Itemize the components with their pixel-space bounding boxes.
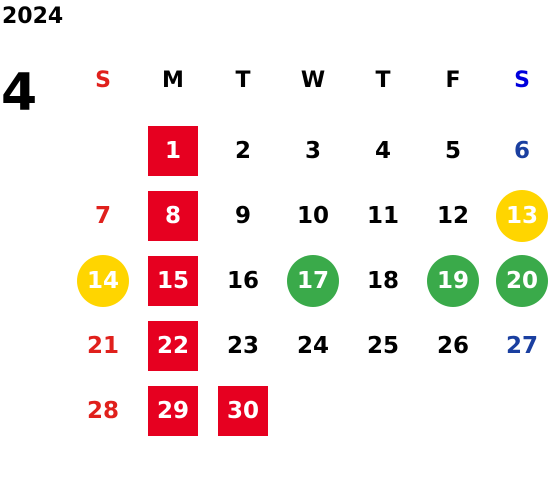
weekday-header-thursday: T bbox=[375, 68, 391, 93]
day-cell-29[interactable]: 29 bbox=[148, 386, 198, 436]
day-cell-17[interactable]: 17 bbox=[287, 255, 339, 307]
day-cell-8[interactable]: 8 bbox=[148, 191, 198, 241]
day-cell-1[interactable]: 1 bbox=[148, 126, 198, 176]
day-cell-16[interactable]: 16 bbox=[226, 268, 259, 294]
day-cell-7[interactable]: 7 bbox=[94, 203, 111, 229]
calendar-year: 2024 bbox=[2, 4, 64, 29]
day-cell-30[interactable]: 30 bbox=[218, 386, 268, 436]
day-cell-28[interactable]: 28 bbox=[86, 398, 119, 424]
weekday-header-sunday: S bbox=[95, 68, 111, 93]
weekday-header-wednesday: W bbox=[300, 68, 326, 93]
day-cell-19[interactable]: 19 bbox=[427, 255, 479, 307]
calendar-month: 4 bbox=[1, 63, 38, 123]
day-cell-21[interactable]: 21 bbox=[86, 333, 119, 359]
day-cell-15[interactable]: 15 bbox=[148, 256, 198, 306]
day-cell-26[interactable]: 26 bbox=[436, 333, 469, 359]
day-cell-18[interactable]: 18 bbox=[366, 268, 399, 294]
day-cell-20[interactable]: 20 bbox=[496, 255, 548, 307]
weekday-header-saturday: S bbox=[514, 68, 530, 93]
day-cell-3[interactable]: 3 bbox=[304, 138, 321, 164]
day-cell-27[interactable]: 27 bbox=[505, 333, 538, 359]
day-cell-10[interactable]: 10 bbox=[296, 203, 329, 229]
day-cell-13[interactable]: 13 bbox=[496, 190, 548, 242]
day-cell-24[interactable]: 24 bbox=[296, 333, 329, 359]
day-cell-2[interactable]: 2 bbox=[234, 138, 251, 164]
weekday-header-tuesday: T bbox=[235, 68, 251, 93]
day-cell-9[interactable]: 9 bbox=[234, 203, 251, 229]
day-cell-11[interactable]: 11 bbox=[366, 203, 399, 229]
day-cell-6[interactable]: 6 bbox=[513, 138, 530, 164]
day-cell-12[interactable]: 12 bbox=[436, 203, 469, 229]
weekday-header-friday: F bbox=[445, 68, 461, 93]
day-cell-4[interactable]: 4 bbox=[374, 138, 391, 164]
day-cell-25[interactable]: 25 bbox=[366, 333, 399, 359]
day-cell-22[interactable]: 22 bbox=[148, 321, 198, 371]
day-cell-23[interactable]: 23 bbox=[226, 333, 259, 359]
weekday-header-monday: M bbox=[162, 68, 184, 93]
day-cell-14[interactable]: 14 bbox=[77, 255, 129, 307]
day-cell-5[interactable]: 5 bbox=[444, 138, 461, 164]
